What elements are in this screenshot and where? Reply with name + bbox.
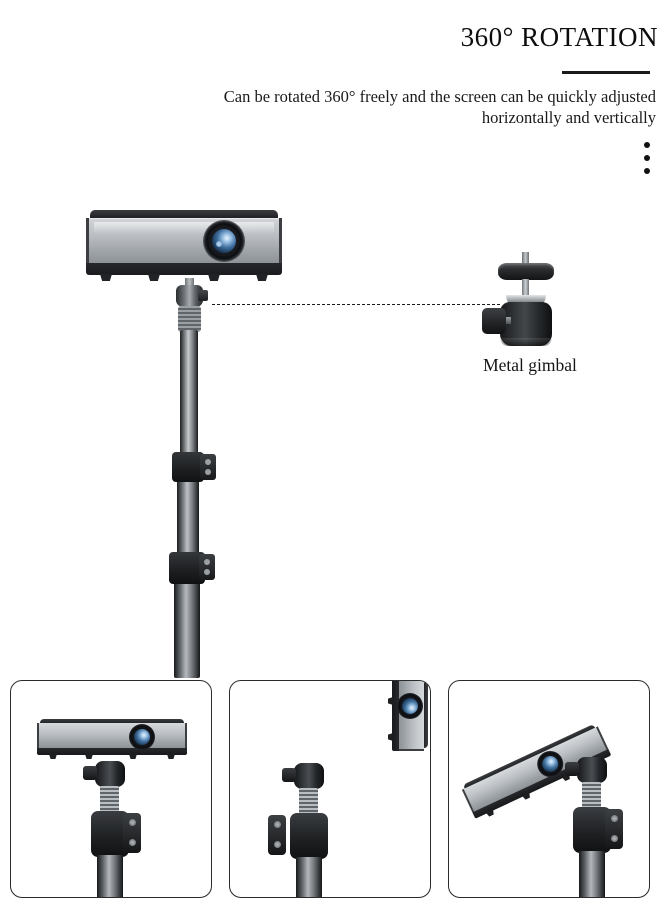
projector-lens-icon bbox=[397, 693, 423, 719]
projector-top-shell bbox=[40, 719, 184, 724]
tripod-lock-lever bbox=[123, 813, 141, 853]
tripod-pole bbox=[296, 857, 322, 897]
lever-screw-icon bbox=[274, 841, 281, 848]
lever-screw-icon bbox=[129, 819, 136, 826]
projector-foot bbox=[208, 274, 220, 281]
tripod-lock-clamp bbox=[91, 811, 129, 857]
gimbal-ball-head bbox=[294, 763, 324, 789]
gimbal-mount-plate bbox=[498, 263, 554, 280]
panel-horizontal[interactable] bbox=[10, 680, 212, 898]
gimbal-lock-knob bbox=[565, 762, 579, 776]
tripod-lock-clamp bbox=[573, 807, 611, 853]
subtitle-line-1: Can be rotated 360° freely and the scree… bbox=[223, 87, 656, 106]
lever-screw-icon bbox=[611, 815, 618, 822]
projector-foot bbox=[167, 754, 175, 759]
projector-foot bbox=[148, 274, 160, 281]
gimbal-knob-neck bbox=[503, 317, 511, 324]
hero-product-illustration: Metal gimbal bbox=[86, 210, 577, 678]
lens-glass bbox=[134, 729, 150, 745]
gimbal-lock-knob bbox=[482, 308, 506, 334]
gimbal-stem bbox=[522, 279, 529, 301]
mount-screw bbox=[185, 278, 194, 286]
gimbal-stem bbox=[100, 786, 119, 812]
orientation-examples bbox=[0, 676, 660, 900]
projector-foot bbox=[129, 754, 137, 759]
gimbal-top-screw bbox=[522, 252, 529, 264]
vertical-dots-decoration bbox=[642, 142, 652, 181]
callout-leader-line bbox=[212, 304, 500, 305]
lever-screw-icon bbox=[204, 559, 210, 565]
tripod-lock-lever bbox=[268, 815, 286, 855]
projector-lens-icon bbox=[129, 724, 155, 750]
dot-icon bbox=[644, 168, 650, 174]
gimbal-stem bbox=[582, 782, 601, 808]
page-subtitle: Can be rotated 360° freely and the scree… bbox=[56, 86, 656, 128]
gimbal-lock-knob bbox=[83, 766, 97, 780]
projector-base bbox=[37, 748, 187, 755]
tripod-lock-lever bbox=[605, 809, 623, 849]
page-title: 360° ROTATION bbox=[460, 22, 658, 52]
dot-icon bbox=[644, 155, 650, 161]
gimbal-lock-knob bbox=[282, 768, 296, 782]
tripod-pole bbox=[97, 855, 123, 897]
gimbal-ball-head bbox=[176, 285, 203, 307]
gimbal-caption: Metal gimbal bbox=[483, 355, 577, 375]
tripod-pole-middle bbox=[177, 458, 199, 568]
projector-device bbox=[86, 210, 282, 282]
lever-screw-icon bbox=[611, 835, 618, 842]
projector-body bbox=[86, 218, 282, 264]
projector-base bbox=[86, 263, 282, 275]
projector-lens-icon bbox=[204, 221, 244, 261]
lens-glass bbox=[539, 753, 561, 775]
gimbal-collar bbox=[178, 306, 201, 332]
gimbal-stem bbox=[299, 788, 318, 814]
title-underline-accent bbox=[562, 71, 650, 74]
projector-foot bbox=[85, 754, 93, 759]
projector-foot bbox=[388, 697, 393, 705]
gimbal-body bbox=[500, 302, 552, 346]
gimbal-ball-head bbox=[577, 757, 607, 783]
subtitle-line-2: horizontally and vertically bbox=[481, 108, 656, 127]
lens-glass bbox=[212, 229, 236, 253]
panel-tilted[interactable] bbox=[448, 680, 650, 898]
metal-gimbal-illustration bbox=[482, 252, 568, 350]
lever-screw-icon bbox=[129, 839, 136, 846]
tripod-lock-lever bbox=[200, 454, 216, 480]
tripod-lock-lever bbox=[199, 554, 215, 580]
dot-icon bbox=[644, 142, 650, 148]
projector-foot bbox=[388, 733, 393, 741]
lever-screw-icon bbox=[205, 459, 211, 465]
projector-foot bbox=[100, 274, 112, 281]
lever-screw-icon bbox=[274, 821, 281, 828]
tripod-pole bbox=[579, 851, 605, 897]
projector-base bbox=[392, 681, 399, 751]
lens-glass bbox=[402, 698, 418, 714]
tripod-pole-upper bbox=[180, 330, 198, 460]
gimbal-lock-knob bbox=[198, 290, 208, 301]
tripod-lock-clamp bbox=[172, 452, 204, 482]
projector-foot bbox=[49, 754, 57, 759]
tripod-lock-clamp bbox=[290, 813, 328, 859]
panel-vertical[interactable] bbox=[229, 680, 431, 898]
projector-body bbox=[37, 723, 187, 749]
projector-device bbox=[37, 719, 187, 759]
projector-top-shell bbox=[90, 210, 278, 219]
gimbal-ball-head bbox=[95, 761, 125, 787]
tripod-pole-lower bbox=[174, 566, 200, 678]
projector-foot bbox=[256, 274, 268, 281]
projector-device bbox=[388, 681, 428, 751]
